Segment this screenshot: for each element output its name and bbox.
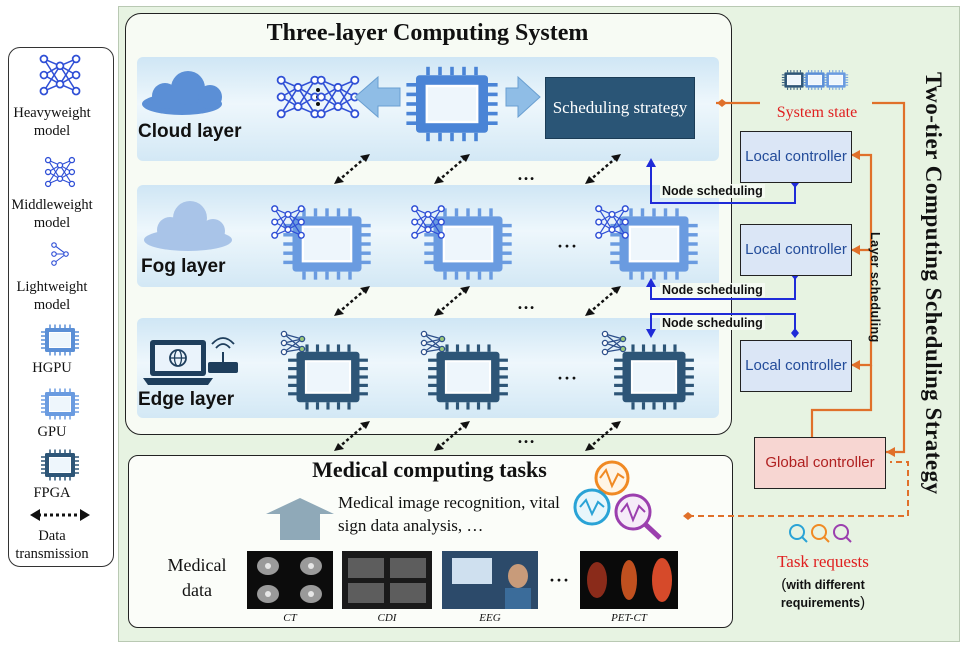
task-requests-label: Task requests <box>777 552 869 571</box>
ellipsis: … <box>517 293 536 313</box>
data-transmission-arrow <box>432 284 472 318</box>
laptop-router-icon <box>143 337 238 385</box>
cloud-icon <box>142 71 222 115</box>
arrow-head <box>851 150 860 160</box>
heavyweight-model-icon <box>39 54 81 96</box>
cloud-icon <box>144 201 232 251</box>
data-transmission-arrow <box>432 152 472 186</box>
magnifier-analysis-icon <box>573 460 662 540</box>
medical-data-label: Medical data <box>167 555 227 600</box>
upload-arrow-icon <box>266 498 334 540</box>
hgpu-chip-icon <box>40 323 80 357</box>
legend-hgpu-label: HGPU <box>32 360 72 376</box>
ct-image <box>247 551 333 609</box>
legend-gpu-label: GPU <box>37 424 67 440</box>
fog-layer-label: Fog layer <box>141 256 226 277</box>
gpu-chip-icon <box>40 387 80 421</box>
left-arrow-icon <box>354 75 401 119</box>
data-transmission-arrow <box>432 419 472 453</box>
right-arrow-icon <box>505 75 541 119</box>
gpu-chip-icon <box>422 206 514 282</box>
ct-caption: CT <box>283 612 297 624</box>
node-scheduling-label: Node scheduling <box>660 316 765 330</box>
legend-panel <box>8 47 114 567</box>
task-requests-note-text: with different requirements <box>780 578 865 610</box>
ellipsis: ··· <box>557 236 579 256</box>
tasks-title: Medical computing tasks <box>312 457 547 482</box>
system-state-label: System state <box>776 104 858 121</box>
arrow-head <box>851 360 860 370</box>
fpga-chip-icon <box>426 342 510 412</box>
system-state-chip-icons <box>781 69 849 91</box>
paren-close: ) <box>860 594 866 611</box>
local-controller-box: Local controller <box>740 340 852 392</box>
legend-lightweight-label: Lightweight model <box>16 279 88 313</box>
pet-ct-caption: PET-CT <box>611 612 647 624</box>
data-transmission-arrow <box>332 284 372 318</box>
task-request-icons <box>789 524 852 543</box>
ellipsis: ··· <box>557 368 579 388</box>
arrow-head <box>851 245 860 255</box>
fpga-chip-icon <box>40 448 80 482</box>
global-controller-box: Global controller <box>754 437 886 489</box>
system-title: Three-layer Computing System <box>266 20 589 46</box>
data-transmission-icon <box>30 509 90 521</box>
heavyweight-model-icon <box>316 75 360 119</box>
eeg-caption: EEG <box>479 612 501 624</box>
lightweight-model-icon <box>601 330 627 356</box>
data-transmission-arrow <box>332 152 372 186</box>
ellipsis: ··· <box>549 570 571 590</box>
lightweight-model-icon <box>420 330 446 356</box>
lightweight-model-icon <box>51 242 69 266</box>
layer-scheduling-label: Layer scheduling <box>868 232 882 343</box>
cdi-caption: CDI <box>377 612 397 624</box>
ellipsis: … <box>517 427 536 447</box>
strategy-title: Two-tier Computing Scheduling Strategy <box>921 72 946 495</box>
ellipsis: … <box>517 164 536 184</box>
data-transmission-arrow <box>583 419 623 453</box>
tasks-description: Medical image recognition, vital sign da… <box>338 493 560 535</box>
lightweight-model-icon <box>280 330 306 356</box>
hgpu-chip-icon <box>404 64 500 143</box>
cloud-layer-label: Cloud layer <box>138 121 242 142</box>
pet-ct-image <box>580 551 678 609</box>
fpga-chip-icon <box>612 342 696 412</box>
arrow-head <box>886 447 895 457</box>
local-controller-box: Local controller <box>740 131 852 183</box>
cdi-image <box>342 551 432 609</box>
paren-open: ( <box>781 576 787 593</box>
legend-fpga-label: FPGA <box>33 485 71 501</box>
local-controller-box: Local controller <box>740 224 852 276</box>
data-transmission-arrow <box>332 419 372 453</box>
fpga-chip-icon <box>286 342 370 412</box>
legend-data-transmission-label: Data transmission <box>15 528 89 562</box>
node-scheduling-label: Node scheduling <box>660 184 765 198</box>
scheduling-strategy-box: Scheduling strategy <box>545 77 695 139</box>
edge-layer-label: Edge layer <box>138 389 235 410</box>
data-transmission-arrow <box>583 152 623 186</box>
legend-middleweight-label: Middleweight model <box>11 197 93 231</box>
task-requests-note: (with different requirements) <box>760 576 886 612</box>
legend-heavyweight-label: Heavyweight model <box>13 105 91 139</box>
heavyweight-model-icon <box>276 75 320 119</box>
middleweight-model-icon <box>44 156 76 188</box>
eeg-image <box>442 551 538 609</box>
data-transmission-arrow <box>583 284 623 318</box>
node-scheduling-label: Node scheduling <box>660 283 765 297</box>
